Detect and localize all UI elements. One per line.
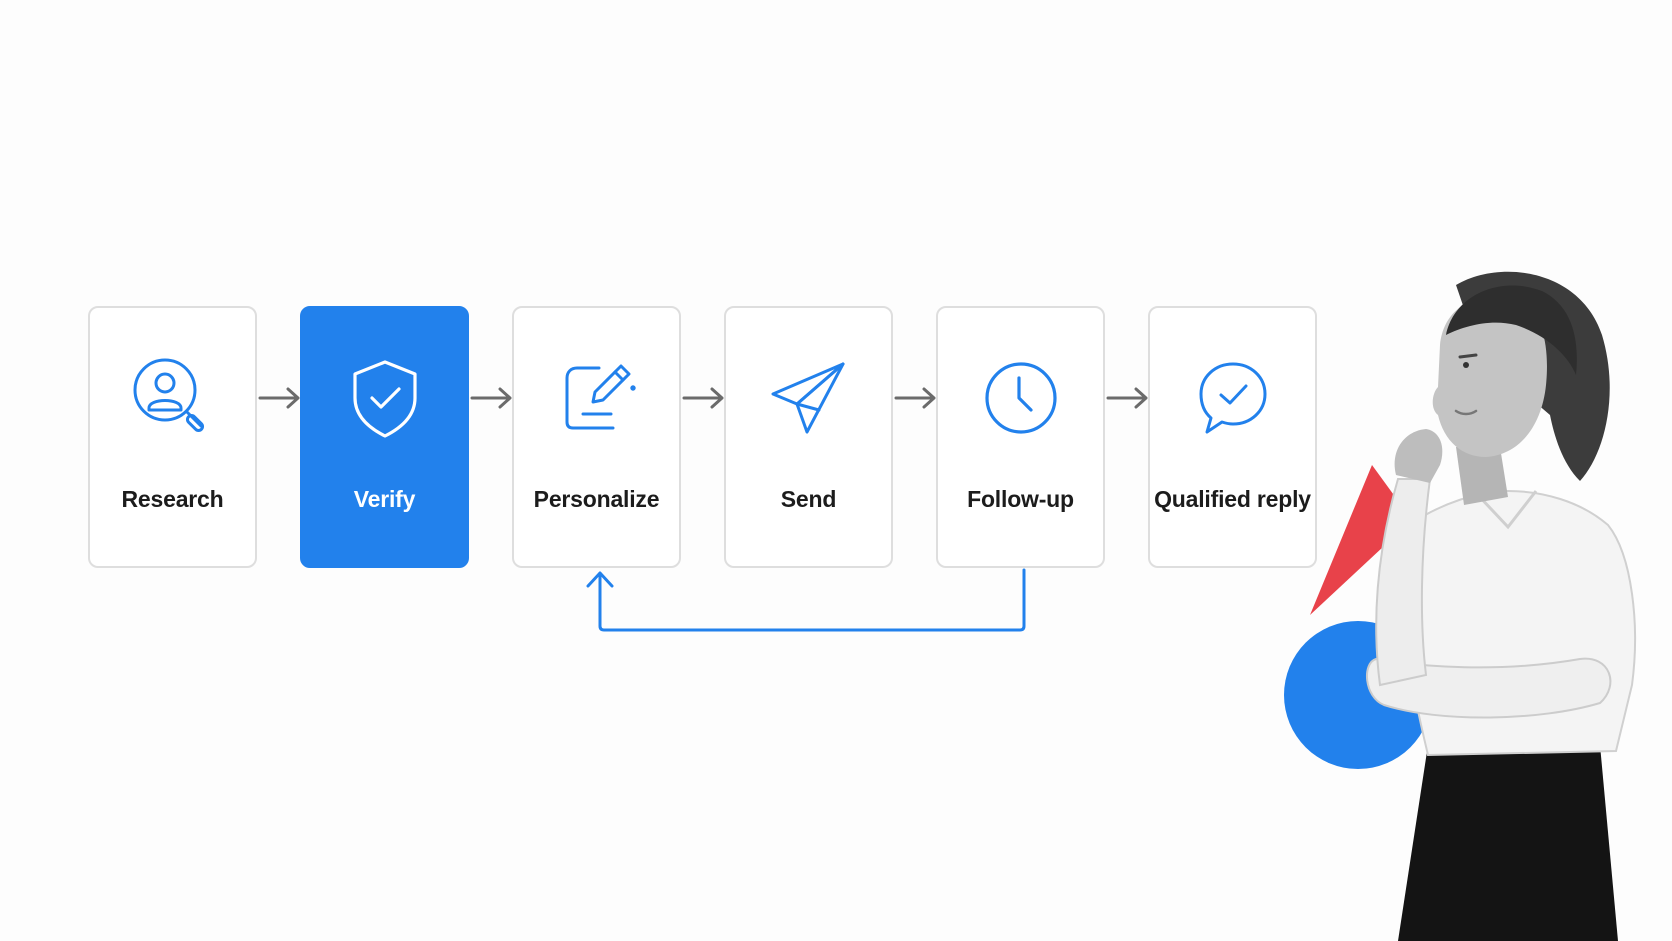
arrow-connector <box>258 386 302 410</box>
step-personalize: Personalize <box>512 306 681 568</box>
step-verify: Verify <box>300 306 469 568</box>
feedback-loop-arrow <box>580 568 1040 640</box>
paper-plane-icon <box>767 356 851 440</box>
step-label: Follow-up <box>967 486 1074 512</box>
clock-icon <box>979 356 1063 440</box>
decor-red-triangle <box>1310 465 1412 615</box>
arrow-connector <box>894 386 938 410</box>
thinking-woman-illustration <box>1280 265 1672 941</box>
chat-check-icon <box>1191 356 1275 440</box>
step-label: Send <box>780 486 837 512</box>
person-search-icon <box>131 356 215 440</box>
step-label: Research <box>121 486 224 512</box>
step-label: Personalize <box>533 486 660 512</box>
step-send: Send <box>724 306 893 568</box>
step-research: Research <box>88 306 257 568</box>
step-qualified-reply: Qualified reply <box>1148 306 1317 568</box>
step-follow-up: Follow-up <box>936 306 1105 568</box>
step-label: Qualified reply <box>1154 486 1311 512</box>
arrow-connector <box>470 386 514 410</box>
arrow-connector <box>1106 386 1150 410</box>
step-label: Verify <box>353 486 416 512</box>
edit-pencil-icon <box>555 356 639 440</box>
shield-check-icon <box>343 356 427 440</box>
arrow-connector <box>682 386 726 410</box>
